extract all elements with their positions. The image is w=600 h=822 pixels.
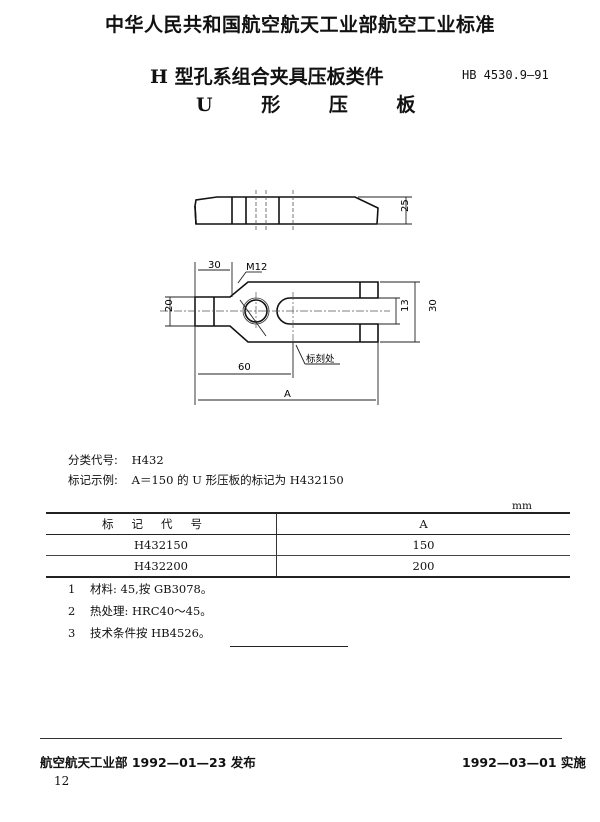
header-a: A	[276, 512, 570, 535]
class-code-line: 分类代号: H432	[68, 452, 164, 468]
marking-example-line: 标记示例: A＝150 的 U 形压板的标记为 H432150	[68, 472, 344, 488]
implementation-date: 1992—03—01 实施	[462, 755, 586, 770]
document-subtitle: U 形 压 板	[196, 90, 429, 117]
organization-title: 中华人民共和国航空航天工业部航空工业标准	[104, 14, 495, 36]
table-header-row: 标记代号 A	[46, 512, 570, 535]
subtitle-prefix: U	[196, 94, 227, 116]
subtitle-text: 形 压 板	[261, 94, 430, 116]
table-row: H432200 200	[46, 555, 570, 578]
marking-example-value: A＝150 的 U 形压板的标记为 H432150	[131, 473, 344, 487]
technical-drawing: 25 30 M12 20 13 3	[160, 190, 439, 405]
marking-example-label: 标记示例:	[68, 473, 118, 487]
table-row: H432150 150	[46, 534, 570, 556]
class-code-label: 分类代号:	[68, 453, 118, 467]
document-title: H 型孔系组合夹具压板类件	[150, 62, 384, 89]
header-marking-code: 标记代号	[46, 512, 277, 535]
cell-code: H432150	[46, 534, 277, 556]
dim-60: 60	[238, 362, 251, 373]
side-view-outline	[194, 196, 379, 225]
dim-30-height: 30	[428, 299, 439, 312]
cell-a: 200	[276, 555, 570, 578]
dim-13: 13	[400, 299, 411, 312]
title-prefix: H	[150, 66, 168, 88]
unit-label: mm	[512, 500, 532, 512]
title-text: 型孔系组合夹具压板类件	[174, 66, 384, 88]
top-view-outline	[194, 281, 379, 343]
dim-m12: M12	[246, 262, 267, 273]
spec-table: 标记代号 A H432150 150 H432200 200	[46, 512, 570, 578]
cell-code: H432200	[46, 555, 277, 578]
class-code-value: H432	[131, 453, 164, 467]
dim-30-left: 30	[208, 260, 221, 271]
mark-label: 标刻处	[306, 353, 335, 365]
standard-number: HB 4530.9—91	[462, 68, 549, 82]
cell-a: 150	[276, 534, 570, 556]
end-separator	[230, 646, 348, 647]
dim-25: 25	[400, 199, 411, 212]
issue-date: 航空航天工业部 1992—01—23 发布	[40, 755, 256, 770]
dim-a: A	[284, 389, 291, 400]
footer-divider	[40, 738, 562, 739]
page-number: 12	[54, 774, 70, 788]
dim-20: 20	[164, 299, 175, 312]
